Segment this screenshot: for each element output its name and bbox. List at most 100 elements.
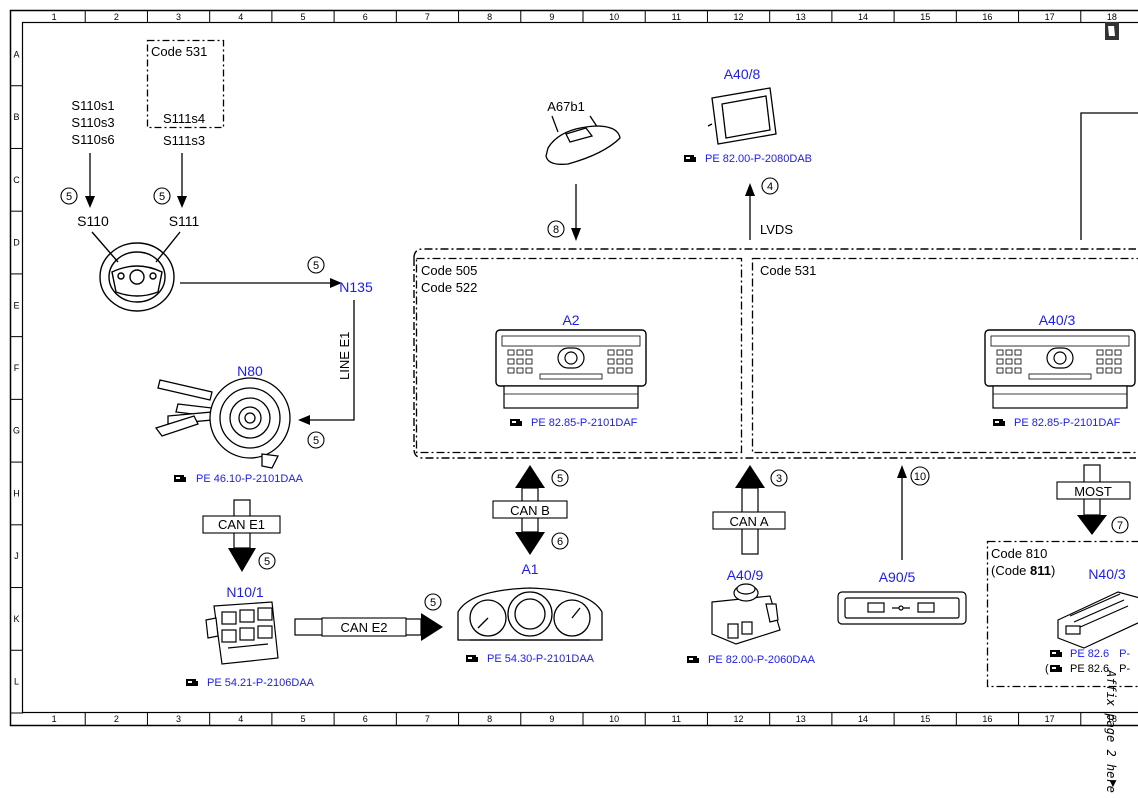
a1-reference: PE 54.30-P-2101DAA xyxy=(487,653,595,665)
marker-8-a67b1: 8 xyxy=(547,220,565,238)
a2-label: A2 xyxy=(562,312,579,328)
grid-column-label: 7 xyxy=(425,12,430,22)
code810-label: Code 810 xyxy=(991,546,1047,561)
ref-book-icon-n40-3-b xyxy=(1050,665,1062,672)
grid-column-label: 5 xyxy=(300,12,305,22)
svg-text:5: 5 xyxy=(313,435,319,447)
ref-book-icon-n40-3-a xyxy=(1050,650,1062,657)
code531-main-box xyxy=(751,257,1138,454)
right-edge-wire xyxy=(1080,112,1138,240)
display-screen-icon xyxy=(707,87,777,145)
can-a-bus: CAN A xyxy=(712,465,786,555)
n40-3-label: N40/3 xyxy=(1088,566,1126,582)
most-bus: MOST xyxy=(1056,464,1131,535)
grid-column-label: 18 xyxy=(1107,714,1117,724)
a2-reference: PE 82.85-P-2101DAF xyxy=(531,417,638,429)
s110-arrowhead xyxy=(85,196,95,208)
n80-reference: PE 46.10-P-2101DAA xyxy=(196,473,304,485)
grid-column-label: 8 xyxy=(487,714,492,724)
grid-row-label: K xyxy=(13,614,19,624)
grid-column-label: 7 xyxy=(425,714,430,724)
grid-column-label: 3 xyxy=(176,714,181,724)
a40-9-reference: PE 82.00-P-2060DAA xyxy=(708,654,816,666)
grid-row-label: J xyxy=(14,551,19,561)
svg-text:5: 5 xyxy=(264,556,270,568)
grid-column-label: 17 xyxy=(1045,714,1055,724)
code810-box xyxy=(986,540,1138,688)
a40-8-label: A40/8 xyxy=(724,66,761,82)
marker-5-n135: 5 xyxy=(307,256,325,274)
grid-column-label: 14 xyxy=(858,12,868,22)
code811-label: (Code 811) xyxy=(991,563,1055,578)
code531-main-label: Code 531 xyxy=(760,263,816,278)
grid-column-label: 9 xyxy=(549,714,554,724)
s111-label: S111 xyxy=(169,213,200,229)
steering-wheel-icon xyxy=(91,231,181,312)
a67b1-arrowhead xyxy=(571,228,581,241)
can-e2-label: CAN E2 xyxy=(341,620,388,635)
sam-module-icon xyxy=(205,601,279,665)
grid-column-label: 1 xyxy=(52,12,57,22)
main-container-top xyxy=(413,248,1136,259)
marker-10-a90-5: 10 xyxy=(910,466,930,486)
n40-3-ref-bracket: ( xyxy=(1045,663,1049,675)
usb-media-interface-icon xyxy=(837,591,967,625)
ref-book-icon-a40-9 xyxy=(687,656,699,663)
a40-3-label: A40/3 xyxy=(1039,312,1076,328)
grid-column-label: 6 xyxy=(363,12,368,22)
controller-knob-icon xyxy=(711,583,781,645)
marker-5-can-e2: 5 xyxy=(424,593,442,611)
grid-column-label: 18 xyxy=(1107,12,1117,22)
microphone-mirror-icon xyxy=(545,115,621,165)
grid-column-label: 13 xyxy=(796,714,806,724)
svg-text:6: 6 xyxy=(557,536,563,548)
grid-column-label: 11 xyxy=(672,714,681,724)
n10-1-label: N10/1 xyxy=(226,584,264,600)
a40-8-reference: PE 82.00-P-2080DAB xyxy=(705,153,812,165)
ref-book-icon-a40-8 xyxy=(684,155,696,162)
a1-label: A1 xyxy=(521,561,538,577)
code522-label: Code 522 xyxy=(421,280,477,295)
marker-5-n80: 5 xyxy=(307,431,325,449)
svg-text:5: 5 xyxy=(66,191,72,203)
svg-text:3: 3 xyxy=(776,473,782,485)
grid-column-label: 10 xyxy=(609,714,619,724)
s110s3-label: S110s3 xyxy=(71,115,114,130)
can-b-label: CAN B xyxy=(510,503,550,518)
ref-book-icon-n80 xyxy=(174,475,186,482)
grid-column-label: 8 xyxy=(487,12,492,22)
grid-column-label: 1 xyxy=(52,714,57,724)
a90-5-arrowhead xyxy=(897,465,907,478)
a67b1-label: A67b1 xyxy=(547,99,585,114)
grid-row-label: H xyxy=(13,488,20,498)
a90-5-label: A90/5 xyxy=(879,569,916,585)
marker-7-most: 7 xyxy=(1111,516,1129,534)
grid-column-label: 10 xyxy=(609,12,619,22)
s110s6-label: S110s6 xyxy=(71,132,114,147)
affix-page-arrow-icon: ▼ xyxy=(1107,776,1119,790)
can-b-bus: CAN B xyxy=(492,465,568,555)
ref-book-icon-a1 xyxy=(466,655,478,662)
grid-column-label: 4 xyxy=(238,12,243,22)
grid-column-label: 3 xyxy=(176,12,181,22)
n80-label: N80 xyxy=(237,363,263,379)
grid-column-label: 5 xyxy=(300,714,305,724)
s110-input-arrows xyxy=(89,153,183,196)
lvds-arrowhead xyxy=(745,183,755,196)
a40-9-label: A40/9 xyxy=(727,567,764,583)
code531-top-box xyxy=(146,39,225,129)
can-e1-label: CAN E1 xyxy=(218,517,265,532)
svg-text:10: 10 xyxy=(914,471,926,483)
amplifier-icon xyxy=(1057,591,1138,649)
main-container-bottom xyxy=(413,258,1136,459)
a40-3-headunit-icon xyxy=(984,329,1136,409)
instrument-cluster-icon xyxy=(457,587,603,641)
marker-5-can-e1: 5 xyxy=(258,552,276,570)
affix-page-note: Affix page 2 here xyxy=(1104,669,1118,793)
grid-row-label: D xyxy=(13,238,20,248)
line-e1-label: LINE E1 xyxy=(337,332,352,380)
marker-4-a40-8: 4 xyxy=(761,177,779,195)
